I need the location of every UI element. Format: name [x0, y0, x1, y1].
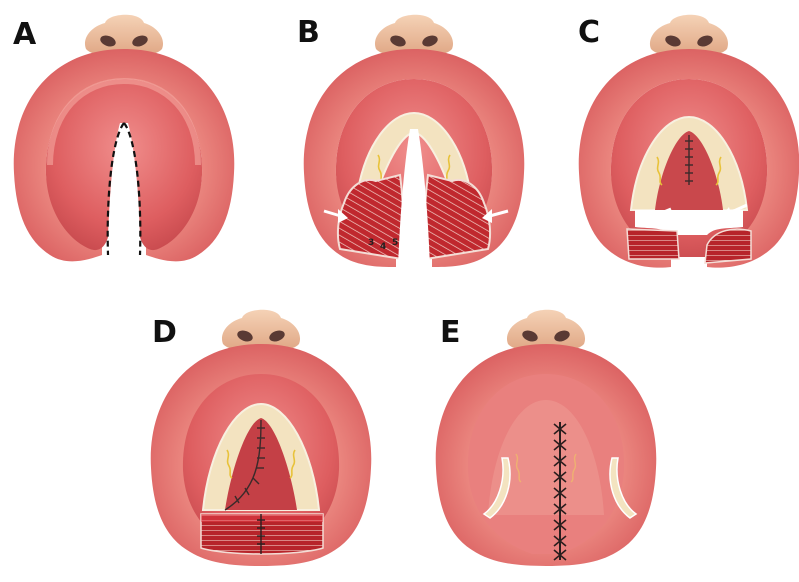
nose-d [222, 310, 300, 350]
muscle-sling-left-c [627, 229, 679, 259]
panel-label-b: B [297, 18, 320, 48]
nose-b [375, 15, 453, 55]
panel-e-oral-closure [436, 310, 657, 566]
nose-c [650, 15, 728, 55]
panel-label-c: C [578, 18, 600, 48]
muscle-number-4: 4 [380, 242, 386, 252]
panel-c-nasal-closure [579, 15, 799, 268]
nose-a [85, 15, 163, 55]
muscle-number-3: 3 [368, 238, 374, 248]
nose-e [507, 310, 585, 350]
panel-b-flap-elevation: 3 4 5 [304, 15, 525, 267]
panel-label-a: A [13, 20, 36, 50]
muscle-number-5: 5 [392, 238, 398, 248]
panel-label-d: D [152, 318, 177, 348]
panel-a-unrepaired-cleft [14, 15, 235, 262]
panel-d-muscle-repair [151, 310, 372, 566]
panel-label-e: E [440, 318, 461, 348]
